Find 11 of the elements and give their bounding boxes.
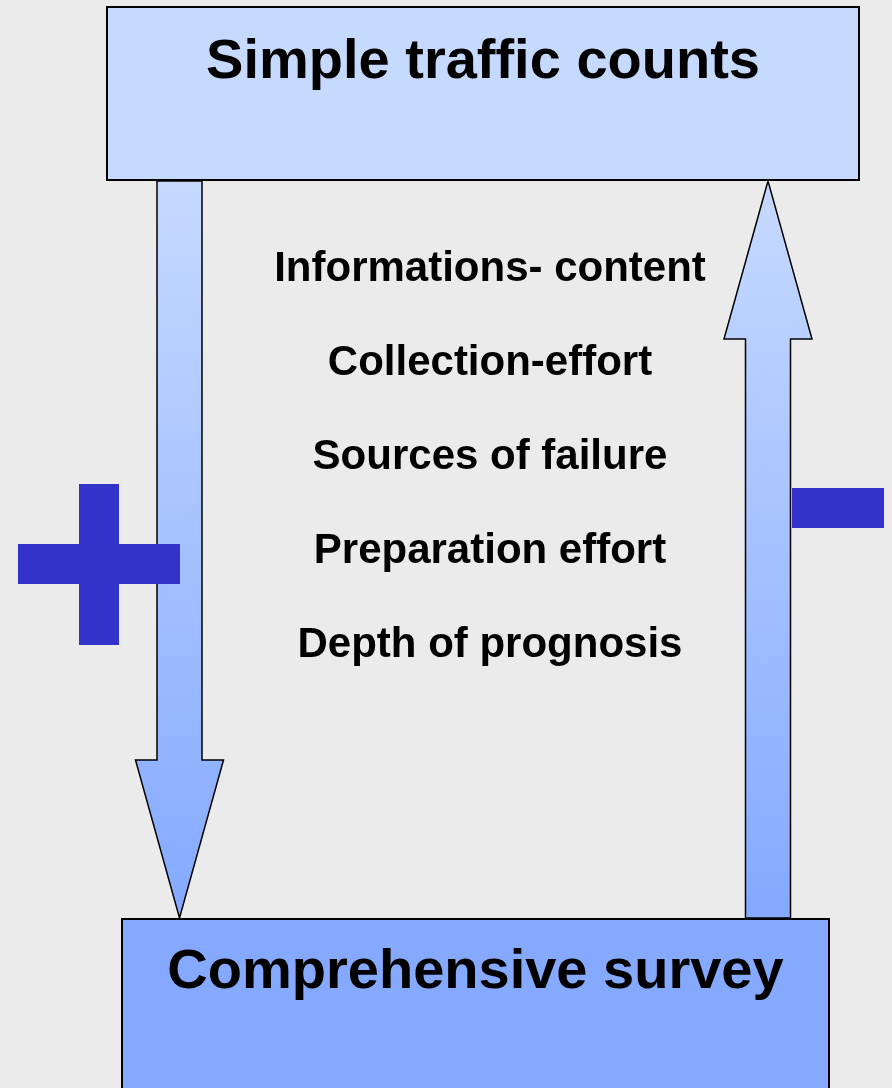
attribute-label: Collection-effort [327,336,653,386]
block-arrow [723,178,813,919]
attribute-label: Sources of failure [312,430,668,480]
text-box [121,918,830,1088]
text-box [106,6,860,181]
attribute-label: Depth of prognosis [297,618,683,668]
box-title: Comprehensive survey [167,938,784,1000]
attribute-label: Informations- content [274,242,706,292]
block-arrow [134,180,225,921]
box-title: Simple traffic counts [206,28,760,90]
attribute-label: Preparation effort [313,524,667,574]
